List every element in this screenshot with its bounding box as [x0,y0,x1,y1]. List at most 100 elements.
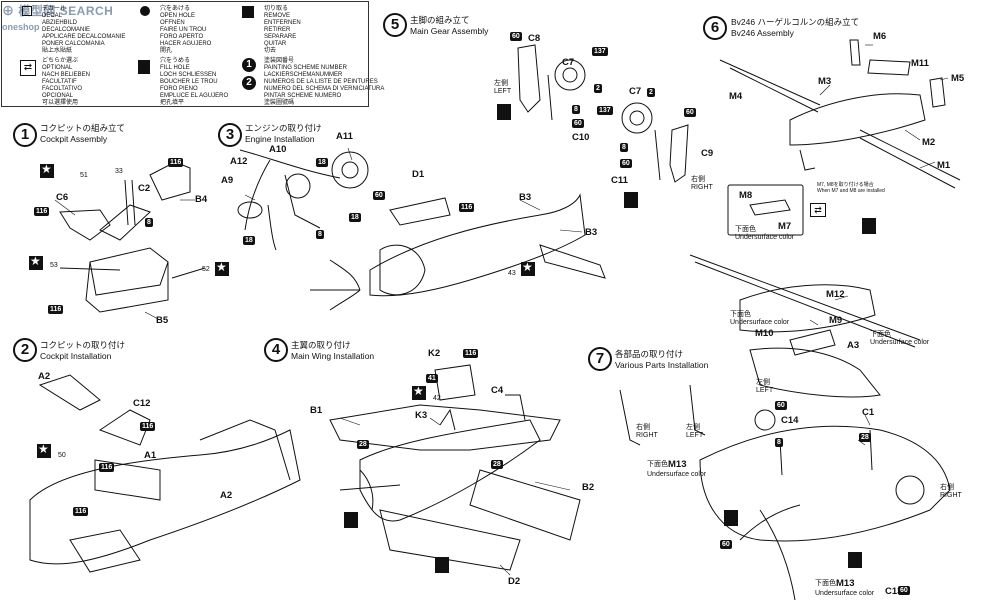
paint-60-d: 60 [684,108,696,117]
part-m9: M9 [829,315,843,326]
remove-icon [242,6,254,18]
remove-marker-icon [497,104,511,120]
part-c7-lower: C7 [629,86,642,97]
step-2-number: 2 [13,338,37,362]
paint-18-a: 18 [316,158,328,167]
watermark-sub: oneshop [2,22,40,32]
paint-18-c: 18 [243,236,255,245]
paint-116-c: 116 [48,305,64,314]
step-5-title-ja: 主脚の組み立て [410,15,470,25]
paint-2-a: 2 [594,84,602,93]
caption-under-2: 下面色 Undersurface color [730,311,790,326]
step-6-title-en: Bv246 Assembly [731,28,794,38]
paint-52: 52 [202,266,210,273]
paint-60-f: 60 [775,401,787,410]
caption-under-1: 下面色 Undersurface color [735,226,795,241]
optional-icon: ⇄ [20,60,36,76]
part-c4: C4 [491,385,504,396]
decal-star-icon [40,162,54,178]
paint-116-b: 116 [34,207,50,216]
part-m11: M11 [911,58,929,69]
part-c14: C14 [781,415,799,426]
step-1-number: 1 [13,123,37,147]
step-3-title-en: Engine Installation [245,134,315,144]
paint-116-d: 116 [140,422,156,431]
caption-right-3: 右側 RIGHT [940,484,962,499]
part-b5: B5 [156,315,169,326]
step-7-title-en: Various Parts Installation [615,360,709,370]
part-c9: C9 [701,148,714,159]
part-a11: A11 [336,131,353,142]
step-7-title-ja: 各部品の取り付け [615,349,684,359]
part-m13-lower: M13 [836,578,855,589]
paint-60-b: 60 [510,32,522,41]
caption-right-2: 右側 RIGHT [636,424,658,439]
part-m12: M12 [826,289,845,300]
part-b4: B4 [195,194,208,205]
caption-left-3: 左側 LEFT [686,424,704,439]
paint-60-h: 60 [898,586,910,595]
part-c8: C8 [528,33,541,44]
part-c2: C2 [138,183,151,194]
part-c1: C1 [862,407,875,418]
part-m5: M5 [951,73,965,84]
paint-43: 43 [508,270,516,277]
caption-undercolor-5-en: Undersurface color [815,590,875,597]
paint-28-c: 28 [859,433,871,442]
part-c10: C10 [572,132,590,143]
part-c11: C11 [611,175,628,186]
paint-28-b: 28 [491,460,503,469]
caption-undercolor-4-en: Undersurface color [647,471,707,478]
optional-marker-icon: ⇄ [810,203,826,217]
paint-33: 33 [115,168,123,175]
part-m8: M8 [739,190,753,201]
part-m4: M4 [729,91,743,102]
part-b2: B2 [582,482,595,493]
paint-116-f: 116 [73,507,89,516]
part-d1: D1 [412,169,425,180]
paint-8-b: 8 [316,230,324,239]
part-b3-lower: B3 [585,227,598,238]
remove-marker-icon [862,218,876,234]
caption-left-2: 左側 LEFT [756,379,774,394]
legend-box: デカール DECAL ABZIEHBILD DECALCOMANIE APPLI… [1,1,384,107]
caption-undercolor-5: 下面色 [815,580,836,587]
caption-under-3: 下面色 Undersurface color [870,331,930,346]
legend-remove: 切り取る REMOVE ENTFERNEN RETIRER SEPARARE Q… [264,6,301,54]
remove-marker-icon [435,557,449,573]
part-b3-upper: B3 [519,192,532,203]
paint-116-g: 116 [459,203,475,212]
remove-marker-icon [724,510,738,526]
caption-undercolor-4: 下面色 [647,461,668,468]
paint-28-a: 28 [357,440,369,449]
remove-marker-icon [848,552,862,568]
step-6-number: 6 [703,16,727,40]
part-a12: A12 [230,156,248,167]
part-m3: M3 [818,76,832,87]
paint-8-e: 8 [775,438,783,447]
paint-8-c: 8 [572,105,580,114]
remove-marker-icon [344,512,358,528]
legend-open-hole: 穴をあける OPEN HOLE OFFNEN FAIRE UN TROU FOR… [160,6,212,54]
paint-137-a: 137 [592,47,608,56]
part-b1: B1 [310,405,323,416]
step-5-number: 5 [383,13,407,37]
open-hole-icon [140,6,150,16]
paint-60-e: 60 [620,159,632,168]
decal-star-icon [215,260,229,276]
step-6-title-ja: Bv246 ハーゲルコルンの組み立て [731,17,860,27]
paint-50: 50 [58,452,66,459]
decal-star-icon [29,254,43,270]
legend-optional: どちらか選ぶ OPTIONAL NACH BELIEBEN FACULTATIF… [42,58,91,106]
paint-116-h: 116 [463,349,479,358]
paint-8-a: 8 [145,218,153,227]
caption-note: M7, M8を取り付ける場合 When M7 and M8 are instal… [817,182,885,194]
paint-53: 53 [50,262,58,269]
part-a1: A1 [144,450,157,461]
watermark-logo: ⊕ 模型网 SEARCH [2,4,114,18]
caption-left-gear: 左側 LEFT [494,80,512,95]
paint-116-a: 116 [168,158,184,167]
step-1-title-ja: コクピットの組み立て [40,123,126,133]
paint-18-b: 18 [349,213,361,222]
